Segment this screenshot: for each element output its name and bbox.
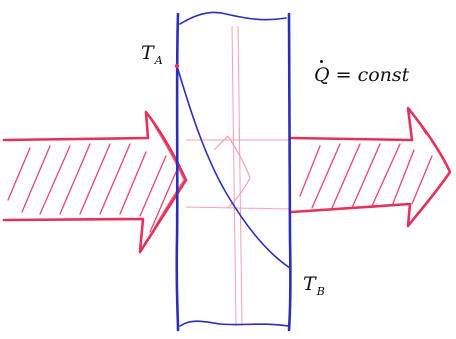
wall-top-break [179, 11, 287, 25]
temperature-profile-curve [176, 65, 291, 269]
label-ta: TA [141, 42, 163, 67]
right-arrow-outline [288, 106, 452, 228]
left-heat-arrow [2, 110, 188, 254]
label-q-symbol: Q [314, 64, 330, 86]
wall-right-edge [287, 12, 292, 332]
right-arrow-hatching [299, 117, 433, 209]
wall-bottom-break [179, 320, 289, 327]
left-arrow-hatching [7, 143, 177, 233]
label-heat-rate: Q = const [314, 66, 409, 85]
label-ta-main: T [141, 42, 154, 64]
q-dot-accent [320, 60, 323, 63]
left-arrow-inner-stroke [145, 117, 185, 245]
label-tb-main: T [303, 273, 316, 295]
wall-left-edge [175, 12, 180, 332]
label-tb-sub: B [316, 285, 325, 298]
right-heat-arrow [288, 106, 452, 228]
wall-guide-lines [185, 25, 291, 327]
ta-point-marker [174, 63, 180, 69]
label-q-rest: = const [335, 64, 410, 86]
label-ta-sub: A [154, 54, 163, 67]
label-tb: TB [303, 273, 325, 298]
